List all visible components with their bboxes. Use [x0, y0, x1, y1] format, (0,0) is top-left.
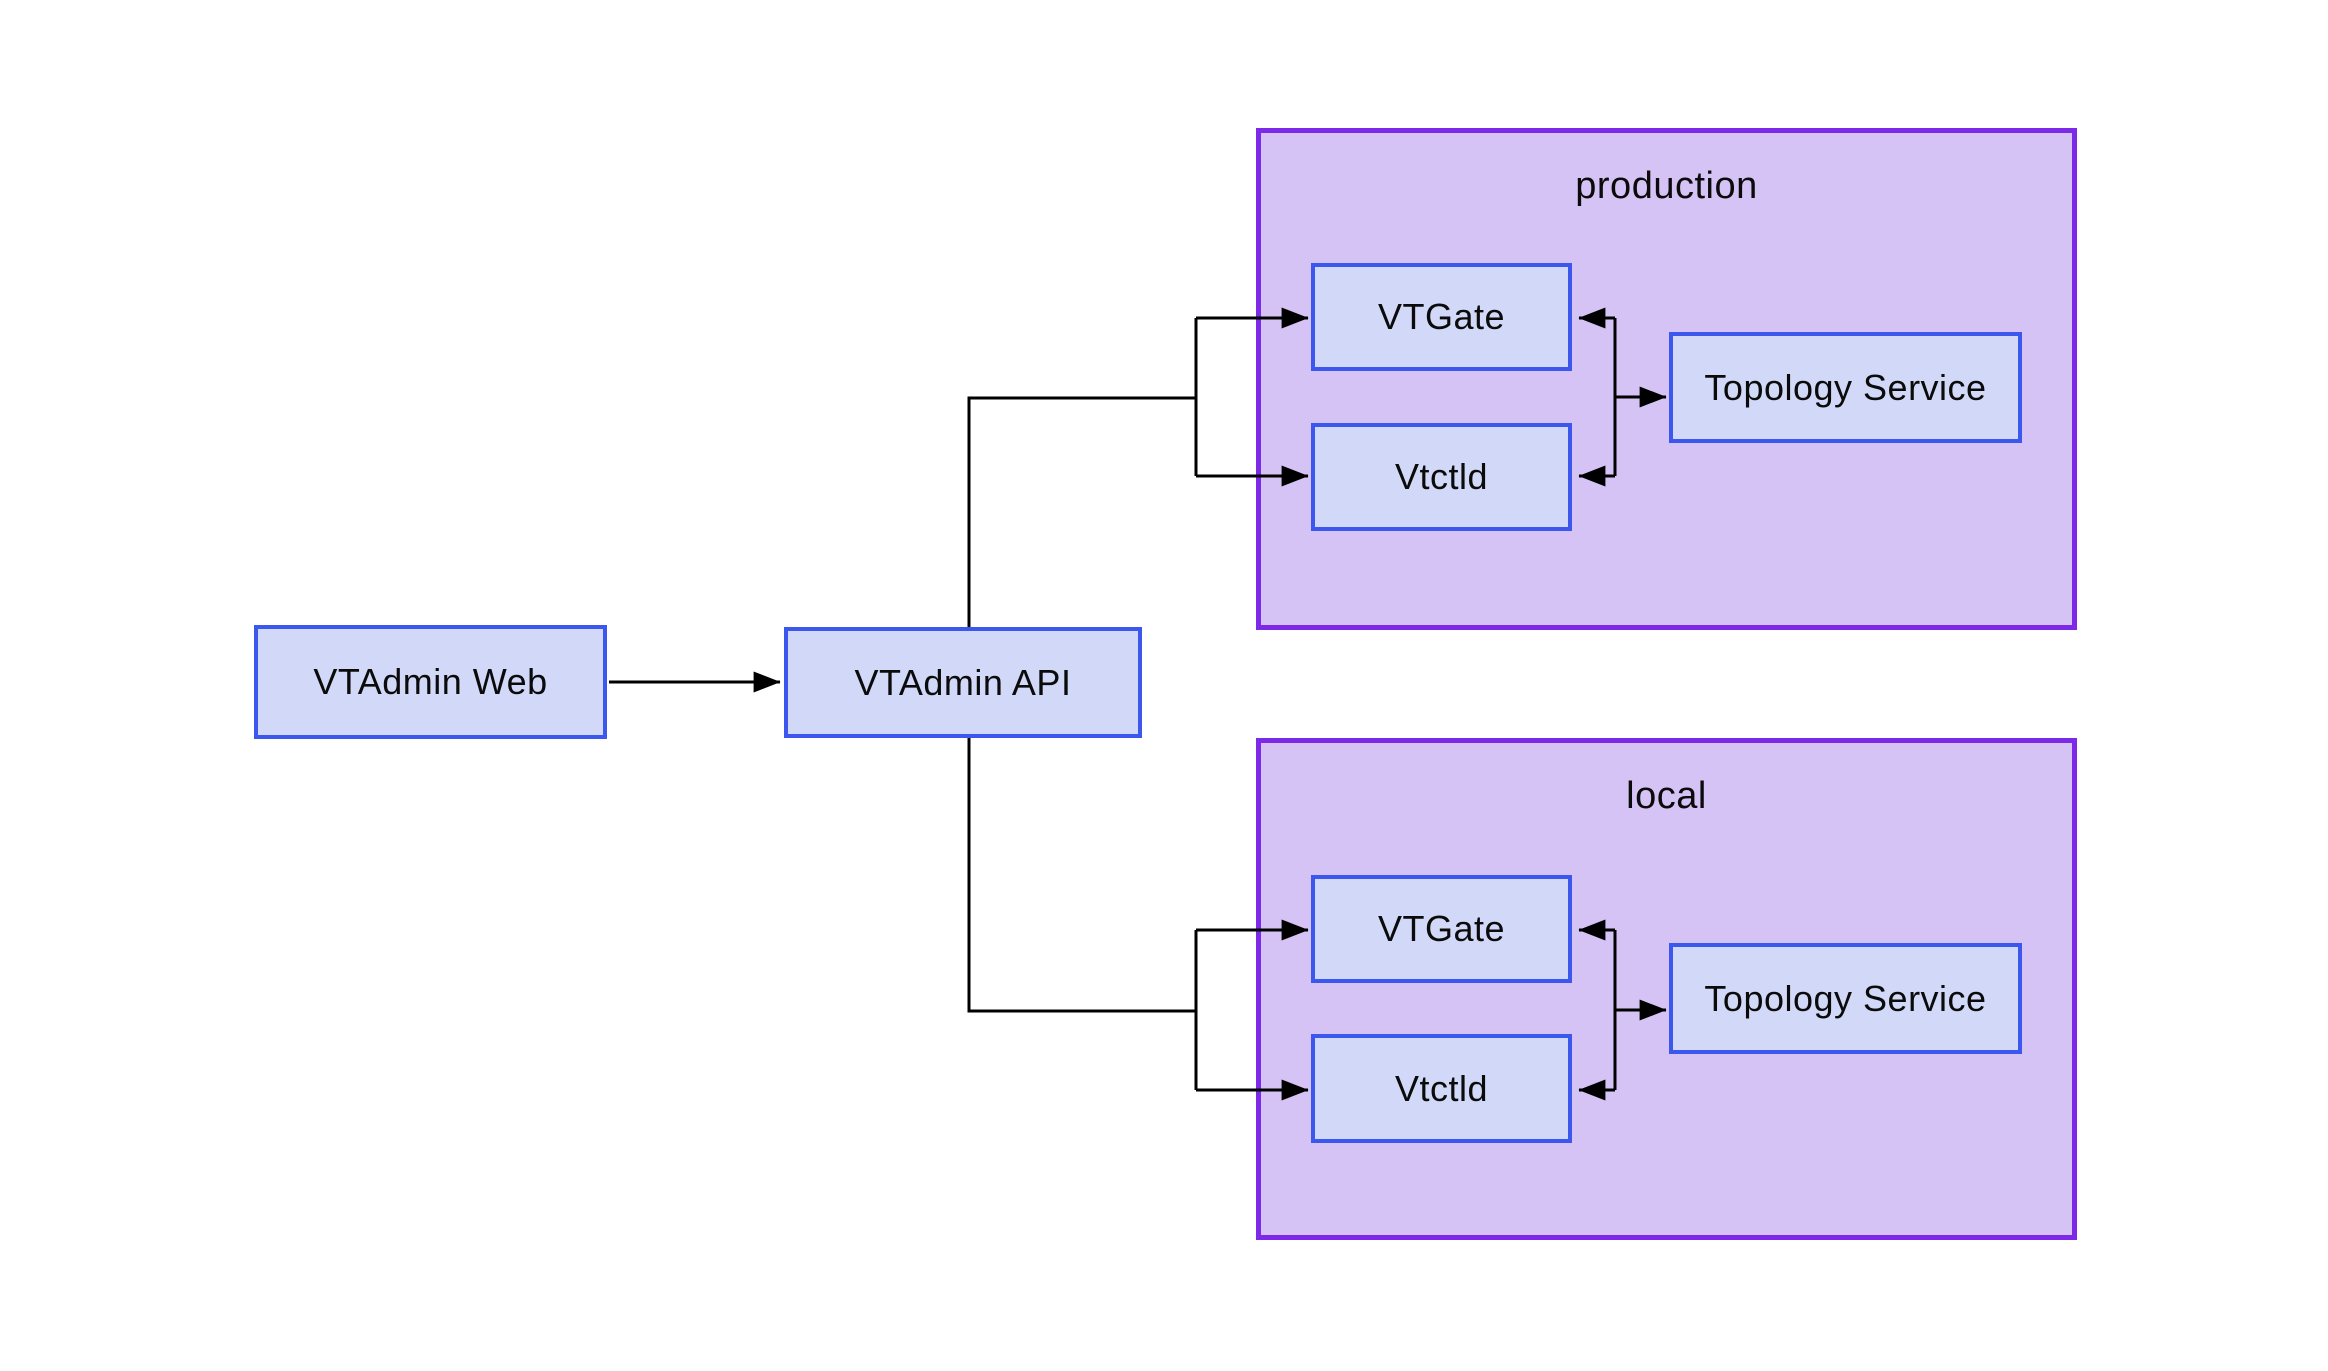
- node-production-vtctld: Vtctld: [1311, 423, 1572, 531]
- node-local-topology-service-label: Topology Service: [1704, 977, 1987, 1019]
- node-vtadmin-api-label: VTAdmin API: [854, 661, 1072, 703]
- node-production-vtctld-label: Vtctld: [1394, 456, 1489, 497]
- node-production-vtgate-label: VTGate: [1377, 296, 1506, 337]
- node-vtadmin-api: VTAdmin API: [784, 627, 1142, 738]
- node-production-topology-service-label: Topology Service: [1704, 366, 1987, 408]
- node-local-vtgate: VTGate: [1311, 875, 1572, 983]
- node-local-vtctld: Vtctld: [1311, 1034, 1572, 1143]
- node-local-vtgate-label: VTGate: [1377, 908, 1506, 949]
- node-vtadmin-web: VTAdmin Web: [254, 625, 607, 739]
- node-production-topology-service: Topology Service: [1669, 332, 2022, 443]
- cluster-local-label: local: [1626, 775, 1707, 817]
- node-vtadmin-web-label: VTAdmin Web: [313, 661, 548, 702]
- node-production-vtgate: VTGate: [1311, 263, 1572, 371]
- node-local-vtctld-label: Vtctld: [1394, 1067, 1489, 1109]
- cluster-production-label: production: [1575, 165, 1758, 207]
- edge-api-to-production-trunk: [967, 318, 1198, 627]
- node-local-topology-service: Topology Service: [1669, 943, 2022, 1054]
- edge-api-to-local-trunk: [967, 738, 1198, 1090]
- cluster-production: production VTGate Vtctld Topology Servic…: [1256, 128, 2077, 630]
- cluster-local: local VTGate Vtctld Topology Service: [1256, 738, 2077, 1240]
